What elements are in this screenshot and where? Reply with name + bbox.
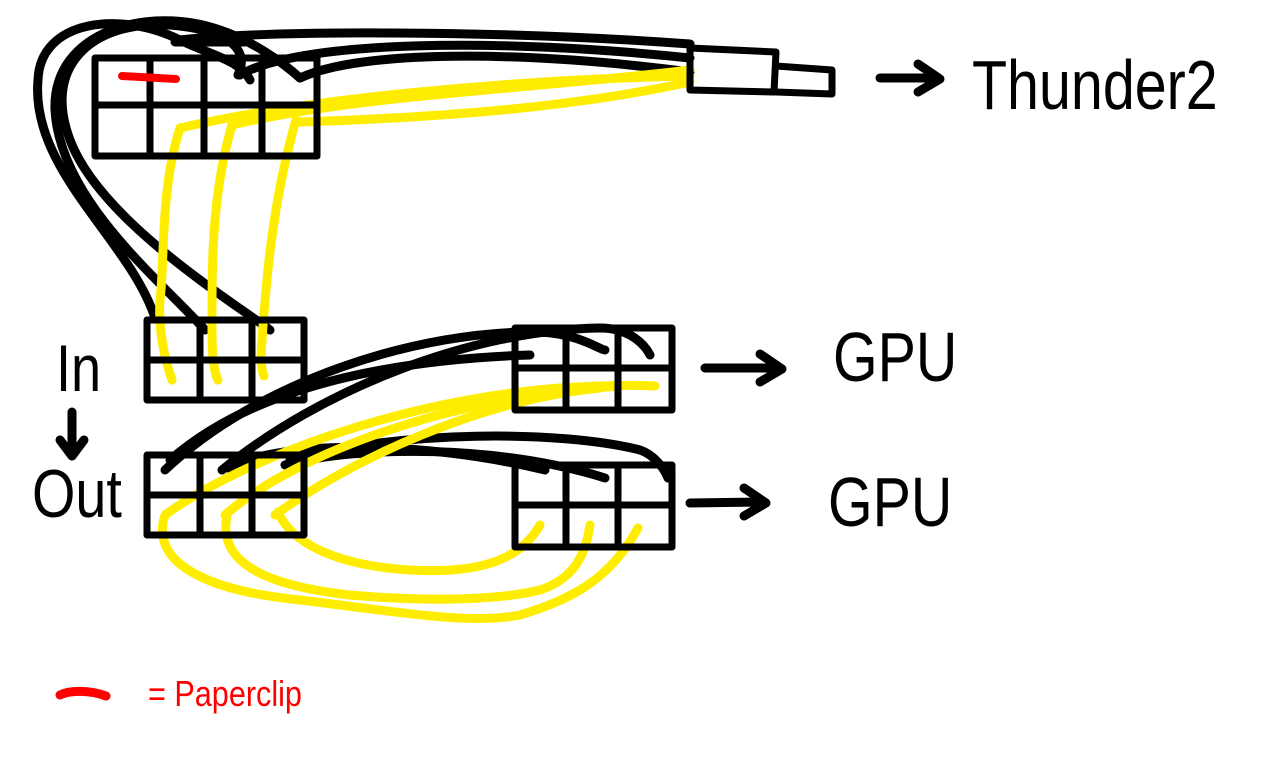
gpu2-connector bbox=[511, 461, 676, 551]
black-wire-to-thunder-2 bbox=[235, 40, 695, 80]
thunder-plug bbox=[686, 44, 836, 98]
yellow-wire-out-gpu2-1 bbox=[157, 510, 643, 624]
yellow-wire-out-gpu2-2 bbox=[221, 507, 595, 604]
in-label: In bbox=[56, 331, 102, 405]
arrow-to-gpu2-icon bbox=[685, 483, 771, 521]
black-wire-loop-1 bbox=[33, 19, 255, 323]
arrow-to-gpu1-icon bbox=[700, 349, 787, 387]
in-connector bbox=[143, 316, 308, 404]
paperclip-mark bbox=[118, 72, 180, 83]
black-wire-to-thunder-1 bbox=[175, 28, 695, 49]
arrow-to-thunder-icon bbox=[875, 59, 945, 97]
out-label: Out bbox=[32, 456, 122, 532]
legend-paperclip-swatch bbox=[55, 686, 111, 701]
thunder2-label: Thunder2 bbox=[972, 46, 1218, 124]
yellow-wire-top-in-3 bbox=[256, 115, 301, 381]
black-wire-out-gpu1-3 bbox=[165, 350, 535, 465]
arrow-in-to-out-icon bbox=[55, 407, 89, 461]
yellow-wire-to-thunder-3 bbox=[295, 77, 695, 127]
yellow-wire-to-thunder-2 bbox=[227, 65, 695, 130]
gpu2-label: GPU bbox=[828, 463, 953, 541]
yellow-wires bbox=[155, 65, 695, 624]
gpu1-connector bbox=[511, 324, 676, 414]
black-wire-to-thunder-3 bbox=[295, 51, 695, 83]
top-connector bbox=[91, 54, 321, 160]
yellow-wire-top-in-2 bbox=[207, 120, 237, 385]
out-connector bbox=[143, 451, 308, 539]
legend-paperclip-text: = Paperclip bbox=[148, 673, 302, 714]
gpu1-label: GPU bbox=[833, 318, 958, 396]
black-wire-out-gpu1-2 bbox=[217, 323, 655, 475]
yellow-wire-top-in-1 bbox=[155, 123, 185, 385]
yellow-wire-out-gpu2-3 bbox=[273, 507, 545, 576]
